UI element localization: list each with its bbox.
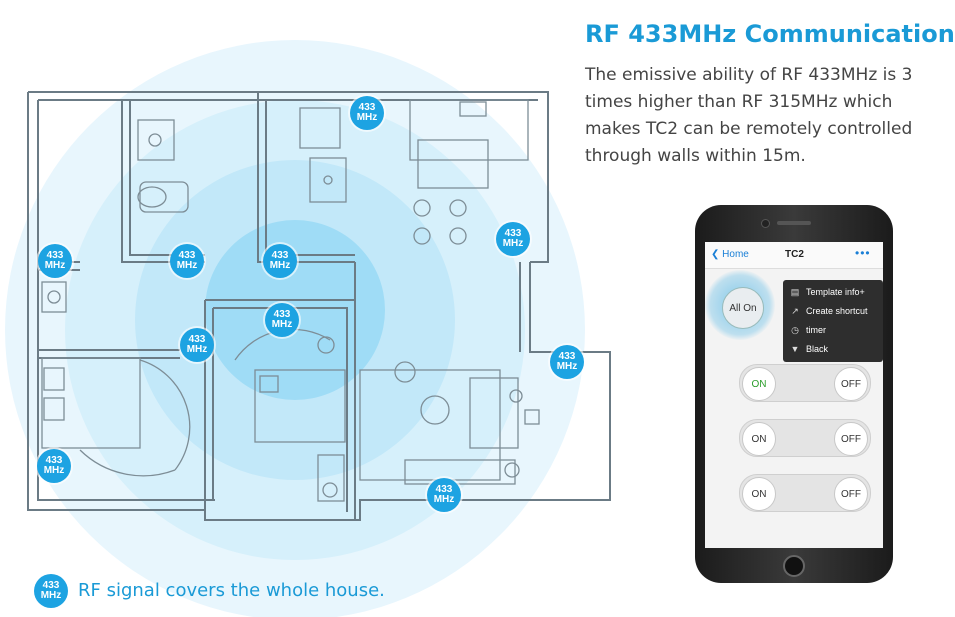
badge-freq: 433 bbox=[558, 351, 576, 362]
menu-item-black[interactable]: ▼ Black bbox=[783, 339, 883, 358]
menu-item-template-info[interactable]: ▤ Template info+ bbox=[783, 282, 883, 301]
badge-freq: 433 bbox=[271, 250, 289, 261]
document-icon: ▤ bbox=[790, 286, 800, 297]
phone-screen: ❮ Home TC2 ••• All On ▤ Template info+ ↗ C… bbox=[705, 242, 883, 548]
page-title: RF 433MHz Communication bbox=[585, 20, 955, 48]
switch-3[interactable]: ON OFF bbox=[739, 474, 871, 512]
badge-freq: 433 bbox=[178, 250, 196, 261]
back-home-button[interactable]: ❮ Home bbox=[711, 249, 749, 260]
front-camera-icon bbox=[761, 219, 770, 228]
off-button[interactable]: OFF bbox=[834, 422, 868, 456]
options-menu: ▤Template info+ ↗Create shortcut ◷timer … bbox=[783, 280, 883, 362]
off-button[interactable]: OFF bbox=[834, 367, 868, 401]
badge-freq: 433 bbox=[358, 102, 376, 113]
menu-item-label: Template info+ bbox=[806, 286, 865, 297]
badge-freq: 433 bbox=[42, 580, 60, 591]
on-button[interactable]: ON bbox=[742, 477, 776, 511]
description-line: times higher than RF 315MHz which bbox=[585, 92, 893, 112]
back-home-label: Home bbox=[722, 249, 749, 260]
on-button[interactable]: ON bbox=[742, 367, 776, 401]
shirt-icon: ▼ bbox=[790, 343, 800, 354]
off-button[interactable]: OFF bbox=[834, 477, 868, 511]
menu-item-label: Black bbox=[806, 343, 829, 354]
share-icon: ↗ bbox=[791, 305, 799, 316]
menu-item-create-shortcut[interactable]: ↗ Create shortcut bbox=[783, 301, 883, 320]
badge-freq: 433 bbox=[504, 228, 522, 239]
menu-item-label: Create shortcut bbox=[806, 305, 868, 316]
description-line: makes TC2 can be remotely controlled bbox=[585, 119, 913, 139]
speaker-grille bbox=[777, 221, 811, 225]
badge-unit: MHz bbox=[502, 238, 524, 249]
switch-1[interactable]: ON OFF bbox=[739, 364, 871, 402]
badge-unit: MHz bbox=[433, 494, 455, 505]
description-line: through walls within 15m. bbox=[585, 146, 806, 166]
description-line: The emissive ability of RF 433MHz is 3 bbox=[585, 65, 913, 85]
all-on-button[interactable]: All On bbox=[722, 287, 764, 329]
badge-unit: MHz bbox=[176, 260, 198, 271]
smartphone: ❮ Home TC2 ••• All On ▤ Template info+ ↗ C… bbox=[695, 205, 893, 583]
badge-unit: MHz bbox=[43, 465, 65, 476]
coverage-caption: RF signal covers the whole house. bbox=[78, 580, 385, 601]
on-button[interactable]: ON bbox=[742, 422, 776, 456]
app-nav-bar: ❮ Home TC2 ••• bbox=[705, 242, 883, 269]
more-options-icon[interactable]: ••• bbox=[855, 246, 871, 260]
badge-unit: MHz bbox=[271, 319, 293, 330]
chevron-left-icon: ❮ bbox=[711, 249, 720, 260]
badge-unit: MHz bbox=[40, 590, 62, 601]
app-title: TC2 bbox=[785, 249, 804, 260]
badge-unit: MHz bbox=[269, 260, 291, 271]
badge-freq: 433 bbox=[46, 250, 64, 261]
home-button[interactable] bbox=[783, 555, 805, 577]
description: The emissive ability of RF 433MHz is 3 t… bbox=[585, 62, 937, 170]
menu-item-label: timer bbox=[806, 324, 826, 335]
menu-item-timer[interactable]: ◷ timer bbox=[783, 320, 883, 339]
clock-icon: ◷ bbox=[791, 324, 799, 335]
badge-unit: MHz bbox=[556, 361, 578, 372]
badge-freq: 433 bbox=[188, 334, 206, 345]
badge-unit: MHz bbox=[356, 112, 378, 123]
badge-freq: 433 bbox=[45, 455, 63, 466]
badge-unit: MHz bbox=[186, 344, 208, 355]
badge-unit: MHz bbox=[44, 260, 66, 271]
switch-2[interactable]: ON OFF bbox=[739, 419, 871, 457]
badge-freq: 433 bbox=[273, 309, 291, 320]
badge-freq: 433 bbox=[435, 484, 453, 495]
